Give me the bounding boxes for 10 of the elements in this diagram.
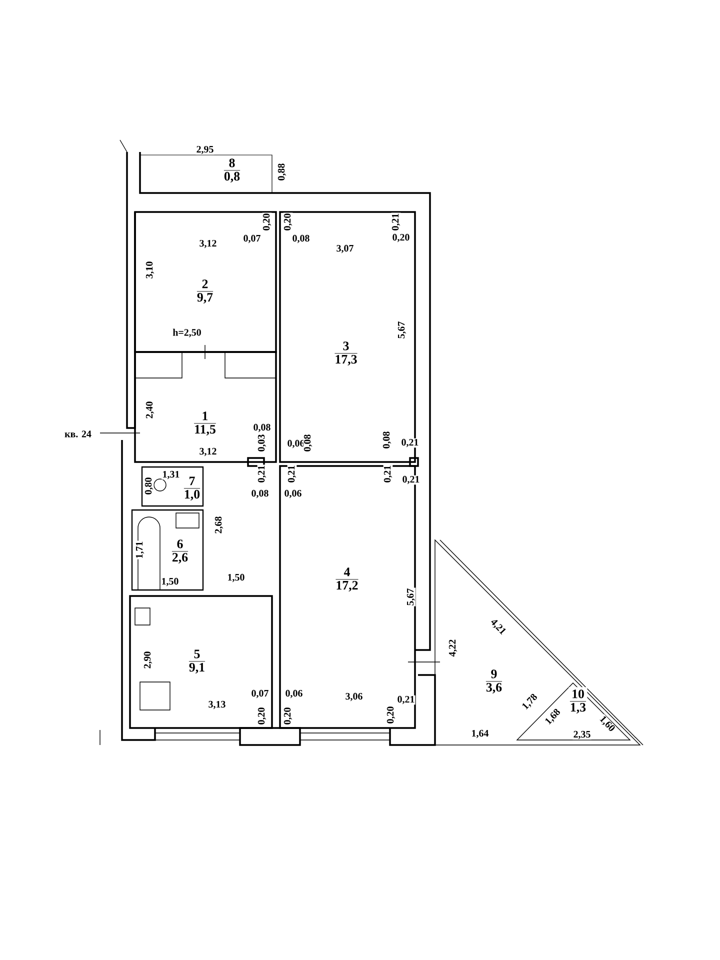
- dimension-label: 4,21: [488, 617, 508, 637]
- dimension-label: 1,68: [543, 707, 563, 727]
- dimension-label: 1,60: [597, 714, 617, 734]
- node-label: 2,95: [196, 146, 214, 154]
- node-label: 0,88: [278, 164, 286, 180]
- dimension-label: кв. 24: [64, 430, 92, 438]
- dimension-label: 0,08: [303, 434, 313, 452]
- room: 8 0,8 2,95 0,88: [140, 145, 287, 194]
- dimension-label: 1,78: [520, 692, 540, 712]
- dimension-label: h=2,50: [172, 328, 202, 338]
